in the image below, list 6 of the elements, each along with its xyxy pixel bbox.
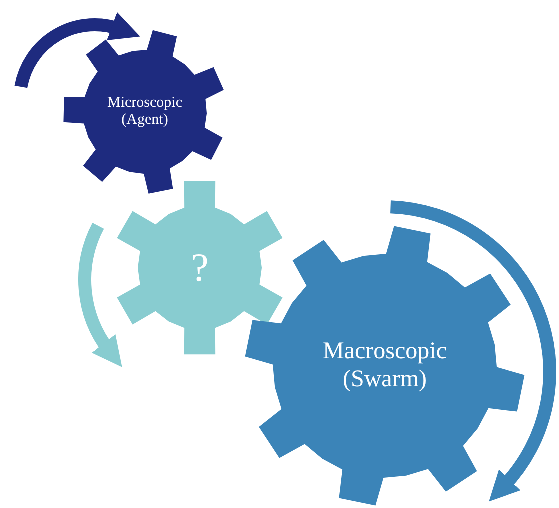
gear-shape	[64, 30, 224, 194]
gear-label: Macroscopic (Swarm)	[322, 338, 448, 394]
gear-shape	[245, 226, 525, 506]
gear-label: Microscopic (Agent)	[106, 94, 184, 130]
gear-label: ?	[190, 245, 210, 291]
gear-shape	[117, 181, 283, 355]
